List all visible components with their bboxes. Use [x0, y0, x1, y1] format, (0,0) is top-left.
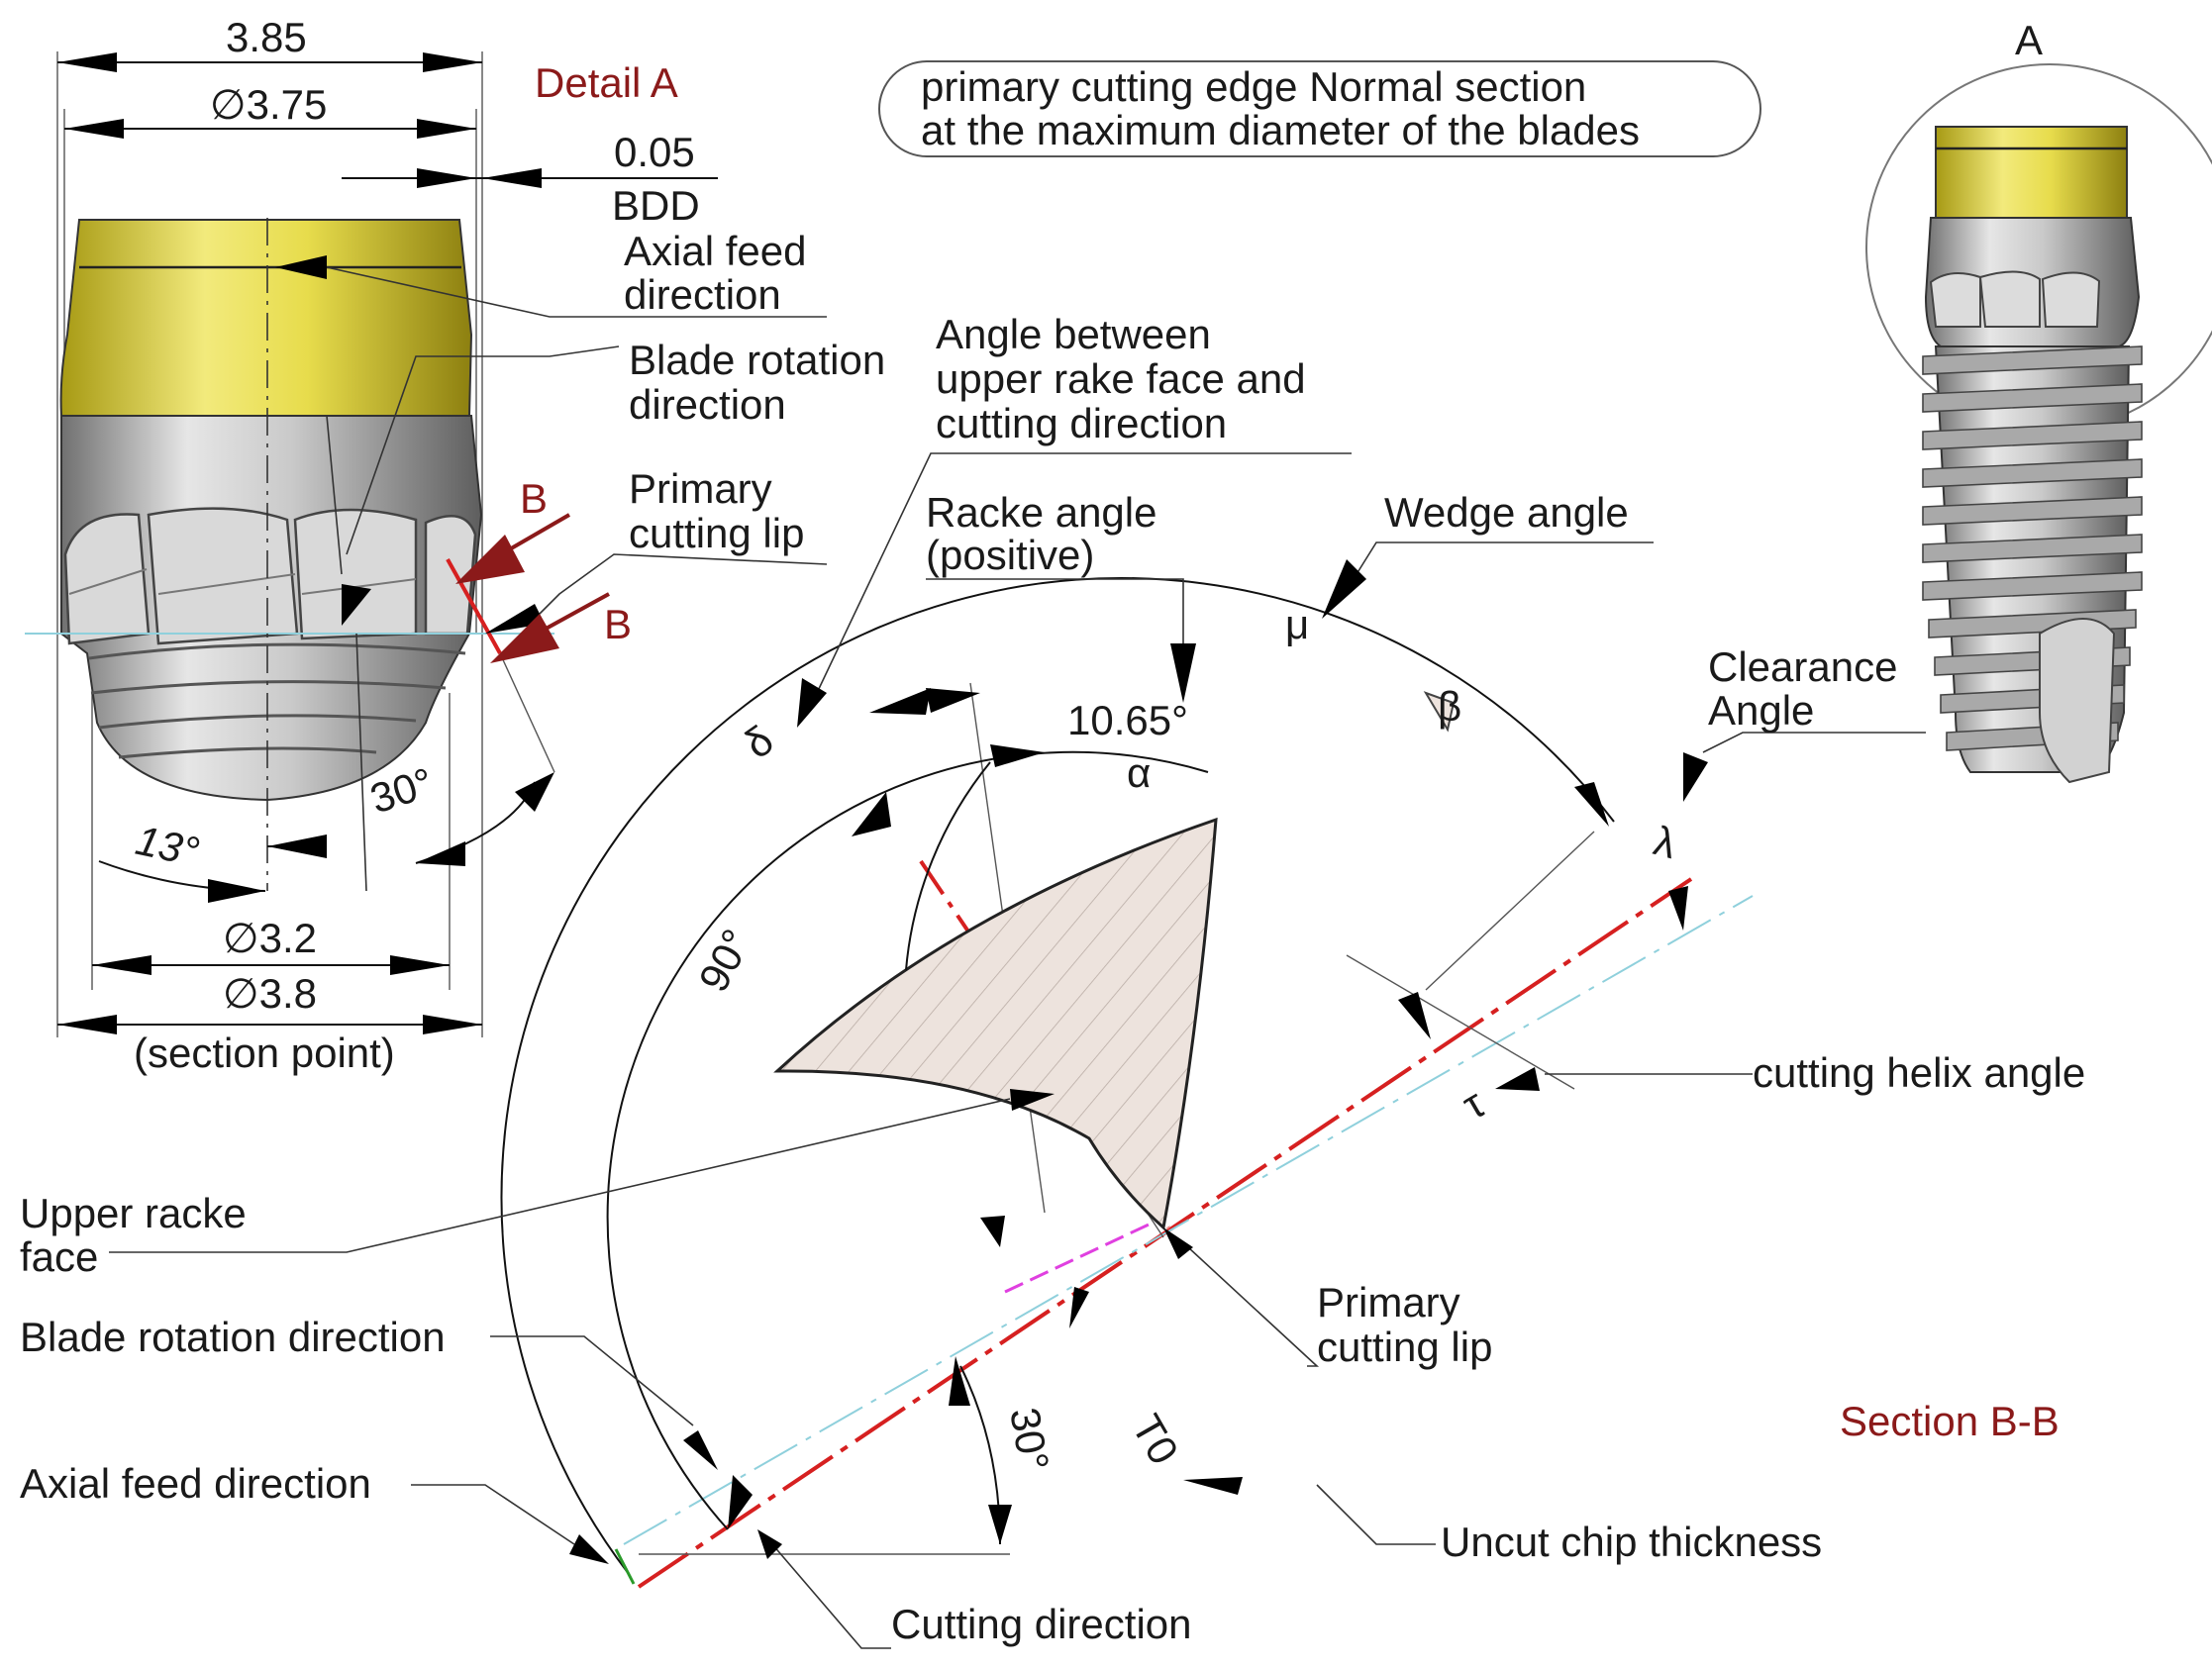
axial-feed-label-2: direction [624, 271, 781, 318]
dim-3-8: ∅3.8 [223, 970, 317, 1017]
thread-ridge [1922, 496, 2143, 526]
bdd-label: BDD [612, 182, 700, 229]
angle-upper-label-2: upper rake face and [936, 355, 1306, 402]
blade-rotation-label-2: direction [629, 381, 786, 428]
chip-section [773, 817, 1218, 1230]
angle-13-detail: 13° [132, 817, 203, 875]
labels: Detail A 3.85 ∅3.75 0.05 BDD Axial feed … [20, 14, 2085, 1647]
thread-ridge [1922, 345, 2143, 375]
dim-3-2: ∅3.2 [223, 915, 317, 961]
banner-line-1: primary cutting edge Normal section [921, 63, 1586, 110]
lambda-symbol: λ [1650, 817, 1681, 867]
axial-feed-label-1: Axial feed [624, 228, 806, 274]
rake-angle-label-1: Racke angle [926, 489, 1156, 536]
detail-a-title: Detail A [535, 59, 678, 106]
upper-face-label-2: face [20, 1233, 98, 1280]
banner-line-2: at the maximum diameter of the blades [921, 107, 1640, 153]
axial-feed-section-label: Axial feed direction [20, 1460, 371, 1507]
tau-symbol: τ [1455, 1080, 1492, 1129]
angle-upper-label-1: Angle between [936, 311, 1211, 357]
clearance-label-2: Angle [1708, 687, 1814, 734]
thread-ridge [1922, 421, 2143, 450]
angle-upper-label-3: cutting direction [936, 400, 1227, 446]
section-b-marker-2: B [604, 601, 632, 647]
mu-symbol: μ [1285, 601, 1309, 647]
alpha-symbol: α [1127, 749, 1151, 796]
t0-label: T0 [1123, 1407, 1187, 1472]
thread-ridge [1922, 534, 2143, 563]
section-bb-drawing [109, 452, 1926, 1649]
angle-90: 90° [689, 922, 759, 999]
implant-a-drawing [1865, 63, 2212, 784]
thread-ridge [1928, 609, 2137, 638]
thread-ridge [1922, 571, 2143, 601]
section-b-marker-1: B [520, 475, 548, 522]
blade-facets [63, 507, 477, 645]
helix-label: cutting helix angle [1753, 1049, 2085, 1096]
wedge-angle-label: Wedge angle [1384, 489, 1629, 536]
delta-symbol: δ [736, 716, 781, 767]
angle-30-section: 30° [1001, 1404, 1057, 1474]
section-point-label: (section point) [134, 1030, 395, 1076]
banner-box [878, 60, 1761, 157]
blade-rotation-section-label: Blade rotation direction [20, 1314, 446, 1360]
blade-rotation-label-1: Blade rotation [629, 337, 885, 383]
cutting-direction-label: Cutting direction [891, 1601, 1192, 1647]
thread-ridge [1922, 458, 2143, 488]
beta-symbol: β [1438, 683, 1461, 730]
rake-angle-label-2: (positive) [926, 532, 1094, 578]
rake-value: 10.65° [1067, 697, 1188, 743]
yellow-collar [59, 219, 473, 417]
uncut-chip-label: Uncut chip thickness [1441, 1519, 1822, 1565]
dim-0-05: 0.05 [614, 129, 695, 175]
section-title: Section B-B [1840, 1398, 2060, 1444]
primary-lip-section-2: cutting lip [1317, 1324, 1492, 1370]
upper-face-label-1: Upper racke [20, 1190, 247, 1236]
implant-label: A [2015, 17, 2043, 63]
thread-ridge [1922, 383, 2143, 413]
dim-3-75: ∅3.75 [210, 81, 327, 128]
primary-lip-label-2: cutting lip [629, 510, 804, 556]
dim-3-85: 3.85 [226, 14, 307, 60]
primary-lip-label-1: Primary [629, 465, 772, 512]
primary-lip-section-1: Primary [1317, 1279, 1460, 1325]
clearance-label-1: Clearance [1708, 643, 1897, 690]
detail-a-drawing [25, 51, 828, 1037]
